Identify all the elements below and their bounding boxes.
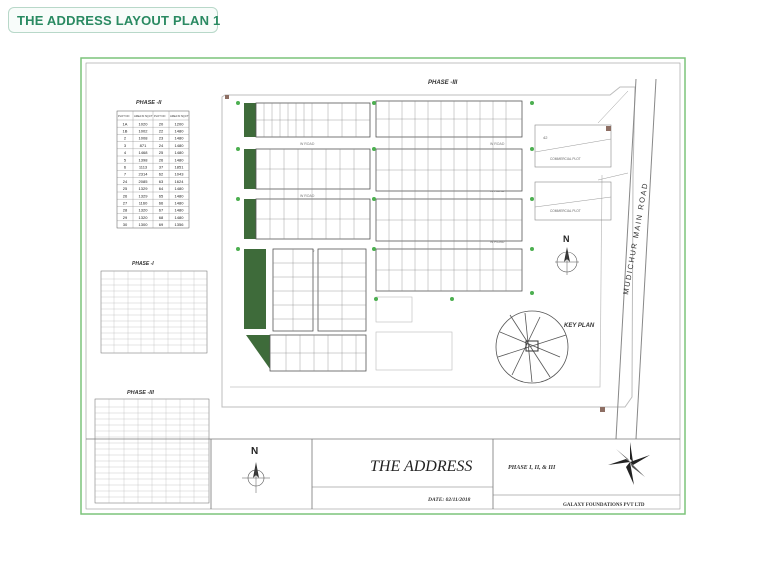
table-cell: 1480: [175, 129, 185, 134]
road-label: W ROAD: [300, 194, 315, 198]
table-cell: 1020: [139, 121, 149, 126]
table-cell: 1160: [139, 201, 148, 206]
table-cell: 1329: [139, 186, 149, 191]
layout-plan-drawing: MUDICHUR MAIN ROAD COMMERCIAL PLOT COMME…: [80, 57, 686, 515]
table-cell: 25: [159, 150, 164, 155]
table-cell: 1320: [139, 208, 149, 213]
road-label: W ROAD: [490, 142, 505, 146]
table-cell: 1320: [139, 215, 149, 220]
table-cell: 1002: [139, 129, 149, 134]
compass-icon: N: [242, 446, 270, 493]
key-plan-map: KEY PLAN: [495, 310, 595, 384]
page-heading: THE ADDRESS LAYOUT PLAN 1: [17, 12, 221, 28]
table-cell: 1480: [175, 136, 185, 141]
svg-text:42: 42: [543, 135, 548, 140]
table-cell: 1300: [139, 222, 149, 227]
table-cell: 1480: [175, 143, 185, 148]
table-cell: 1329: [139, 193, 149, 198]
page-heading-pill: THE ADDRESS LAYOUT PLAN 1: [8, 7, 221, 33]
north-label: N: [563, 234, 570, 244]
table-header-cell: AREA IN SQ.FT: [134, 114, 153, 118]
key-plan-label: KEY PLAN: [564, 323, 595, 329]
table-cell: 2314: [139, 172, 149, 177]
developer-text: GALAXY FOUNDATIONS PVT LTD: [563, 503, 645, 508]
table-cell: 26: [123, 193, 128, 198]
table-cell: 1113: [139, 165, 148, 170]
phase-iii-top-label: PHASE -III: [428, 80, 458, 86]
table-cell: 1008: [139, 136, 149, 141]
table-cell: 5: [124, 157, 127, 162]
table-cell: 37: [159, 165, 164, 170]
north-arrow-icon: N: [555, 234, 579, 275]
phase-i-area-table: [100, 270, 208, 354]
table-cell: 871: [140, 143, 147, 148]
phase-iii-label: PHASE -III: [127, 390, 154, 396]
table-cell: 1480: [175, 208, 185, 213]
project-title: THE ADDRESS: [370, 458, 472, 475]
table-cell: 63: [159, 179, 164, 184]
table-cell: 23: [159, 136, 164, 141]
phase-ii-label: PHASE -II: [136, 100, 162, 106]
table-cell: 62: [159, 172, 164, 177]
table-cell: 3: [124, 143, 127, 148]
table-cell: 29: [123, 215, 128, 220]
table-cell: 25: [123, 186, 128, 191]
table-cell: 1480: [175, 150, 185, 155]
phase-i-label: PHASE -I: [132, 261, 154, 267]
table-header-cell: AREA IN SQ.FT: [170, 114, 189, 118]
table-cell: 1200: [175, 121, 185, 126]
table-cell: 1356: [175, 222, 185, 227]
table-cell: 24: [159, 143, 164, 148]
table-cell: 1480: [175, 215, 185, 220]
table-cell: 1B: [123, 129, 128, 134]
table-cell: 1043: [175, 172, 185, 177]
table-cell: 68: [159, 215, 164, 220]
table-cell: 2: [124, 136, 127, 141]
commercial-plot-label: COMMERCIAL PLOT: [550, 209, 581, 213]
table-cell: 65: [159, 193, 164, 198]
phase-iii-area-table: [94, 398, 210, 504]
table-cell: 4: [124, 150, 127, 155]
table-cell: 1480: [175, 157, 185, 162]
table-cell: 67: [159, 208, 164, 213]
table-cell: 1480: [175, 186, 185, 191]
table-cell: 7: [124, 172, 127, 177]
table-cell: 1624: [175, 179, 185, 184]
layout-plan-sheet: MUDICHUR MAIN ROAD COMMERCIAL PLOT COMME…: [80, 57, 686, 515]
date-text: DATE: 02/11/2018: [427, 497, 471, 503]
table-cell: 27: [123, 201, 128, 206]
table-cell: 1851: [175, 165, 185, 170]
phases-text: PHASE I, II, & III: [508, 465, 556, 471]
table-header-cell: PLOT NO: [154, 114, 165, 118]
table-cell: 24: [123, 179, 128, 184]
road-label: W ROAD: [490, 240, 505, 244]
table-cell: 66: [159, 201, 164, 206]
table-cell: 1480: [175, 201, 185, 206]
commercial-plot-label: COMMERCIAL PLOT: [550, 157, 581, 161]
table-header-cell: PLOT NO: [118, 114, 129, 118]
title-north-label: N: [251, 446, 258, 457]
table-cell: 64: [159, 186, 164, 191]
table-cell: 6: [124, 165, 127, 170]
table-cell: 1A: [123, 121, 128, 126]
table-cell: 22: [159, 129, 164, 134]
table-cell: 2085: [139, 179, 149, 184]
table-cell: 1480: [175, 193, 185, 198]
table-cell: 26: [159, 157, 164, 162]
table-cell: 1398: [139, 157, 149, 162]
table-cell: 69: [159, 222, 164, 227]
developer-logo-icon: [608, 442, 650, 485]
table-cell: 20: [159, 121, 164, 126]
table-cell: 1468: [139, 150, 149, 155]
title-block: N THE ADDRESS DATE: 02/11/2018 PHASE I, …: [86, 438, 680, 509]
table-cell: 30: [123, 222, 128, 227]
road-label: W ROAD: [300, 142, 315, 146]
commercial-plots: COMMERCIAL PLOT COMMERCIAL PLOT 42: [534, 90, 629, 221]
table-cell: 28: [123, 208, 128, 213]
